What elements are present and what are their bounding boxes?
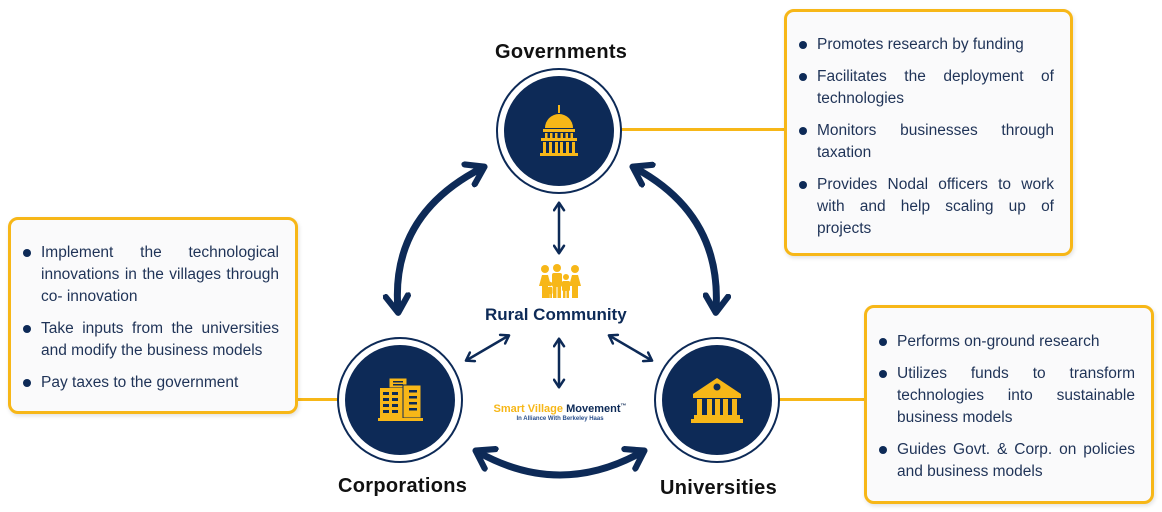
governments-bullet-item: Monitors businesses through taxation	[799, 120, 1054, 164]
corp-univ-arrow	[478, 452, 642, 479]
gov-connector-line	[620, 128, 786, 131]
office-buildings-icon	[378, 377, 423, 421]
brand-name-part2: Movement	[566, 403, 621, 415]
corporations-bullet-item: Take inputs from the universities and mo…	[23, 318, 279, 362]
capitol-building-icon	[540, 105, 578, 156]
bullet-dot-icon	[879, 446, 887, 454]
bullet-dot-icon	[23, 325, 31, 333]
bullet-dot-icon	[23, 379, 31, 387]
family-icon	[539, 264, 581, 298]
brand-tagline: In Alliance With Berkeley Haas	[516, 416, 604, 422]
rural-univ-arrow	[607, 333, 654, 363]
bullet-dot-icon	[799, 73, 807, 81]
gov-corp-arrow	[397, 168, 482, 310]
bullet-dot-icon	[879, 338, 887, 346]
governments-node	[496, 68, 622, 194]
corporations-bullet-item: Implement the technological innovations …	[23, 242, 279, 308]
corporations-node	[337, 337, 463, 463]
bullet-dot-icon	[799, 181, 807, 189]
rural-community-label: Rural Community	[485, 305, 627, 324]
corporations-info-box: Implement the technological innovations …	[8, 217, 298, 414]
rural-corp-arrow	[464, 333, 511, 363]
governments-bullet-item: Provides Nodal officers to work with and…	[799, 174, 1054, 240]
governments-info-box: Promotes research by funding Facilitates…	[784, 9, 1073, 256]
universities-bullet-item: Utilizes funds to transform technologies…	[879, 363, 1135, 429]
brand-logo: Smart Village Movement™ In Alliance With…	[486, 403, 634, 422]
brand-trademark: ™	[620, 403, 627, 410]
governments-label: Governments	[495, 41, 628, 63]
universities-label: Universities	[660, 477, 777, 499]
corp-connector-line	[296, 398, 340, 401]
universities-bullet-item: Performs on-ground research	[879, 331, 1135, 353]
univ-connector-line	[778, 398, 866, 401]
bullet-dot-icon	[23, 249, 31, 257]
corporations-bullet-item: Pay taxes to the government	[23, 372, 279, 394]
bullet-dot-icon	[799, 41, 807, 49]
universities-info-box: Performs on-ground research Utilizes fun…	[864, 305, 1154, 504]
brand-name-part1: Smart Village	[493, 403, 564, 415]
gov-univ-arrow	[635, 168, 716, 310]
governments-bullet-item: Promotes research by funding	[799, 34, 1054, 56]
university-columns-icon	[691, 378, 743, 423]
bullet-dot-icon	[879, 370, 887, 378]
corporations-label: Corporations	[338, 475, 468, 497]
universities-bullet-item: Guides Govt. & Corp. on policies and bus…	[879, 439, 1135, 483]
bullet-dot-icon	[799, 127, 807, 135]
governments-bullet-item: Facilitates the deployment of technologi…	[799, 66, 1054, 110]
universities-node	[654, 337, 780, 463]
